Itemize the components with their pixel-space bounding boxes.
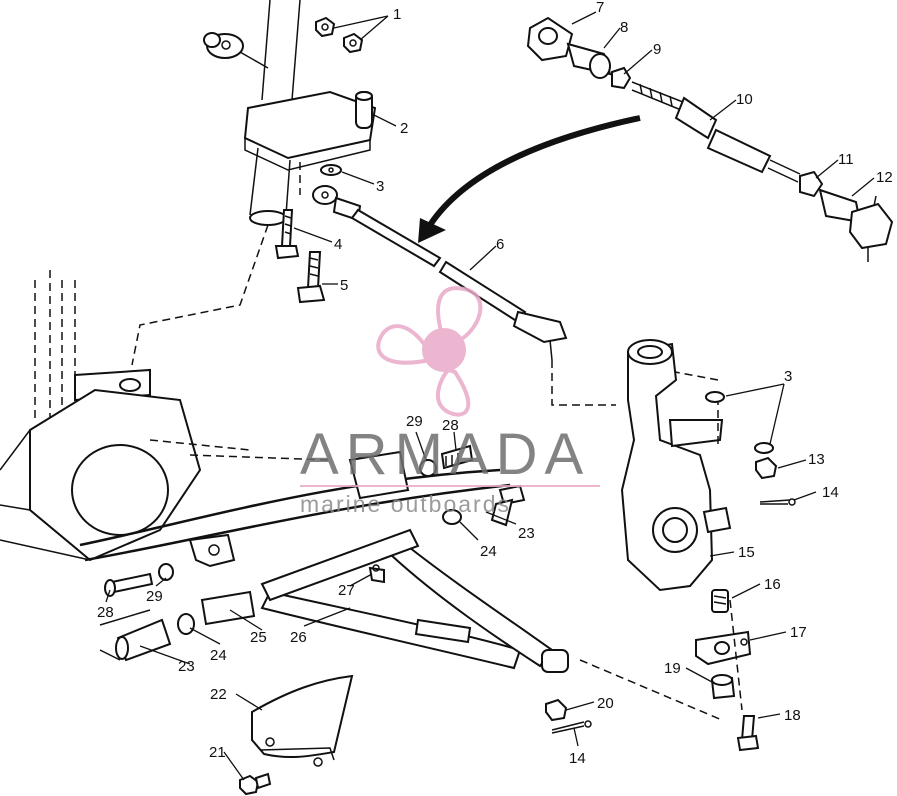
callout-20: 20 xyxy=(597,695,614,712)
callout-19: 19 xyxy=(664,660,681,677)
nut-pair xyxy=(315,16,364,54)
vehicle-frame xyxy=(0,270,511,568)
callout-21: 21 xyxy=(209,744,226,761)
callout-9: 9 xyxy=(653,41,661,58)
washer xyxy=(705,391,725,403)
bolt xyxy=(274,209,300,260)
tie-rod-end-upper xyxy=(203,32,269,69)
callout-14: 14 xyxy=(569,750,586,767)
callout-18: 18 xyxy=(784,707,801,724)
callout-7: 7 xyxy=(596,0,604,16)
steering-post xyxy=(131,0,377,366)
callout-23: 23 xyxy=(178,658,195,675)
callout-labels: 1 2 3 3 4 5 6 7 8 9 10 11 12 13 14 14 15… xyxy=(97,0,893,767)
callout-14: 14 xyxy=(822,484,839,501)
callout-8: 8 xyxy=(620,19,628,36)
callout-5: 5 xyxy=(340,277,348,294)
callout-26: 26 xyxy=(290,629,307,646)
callout-23: 23 xyxy=(518,525,535,542)
castle-nut xyxy=(545,698,568,722)
grease-fitting xyxy=(368,564,385,584)
callout-1: 1 xyxy=(393,6,401,23)
callout-6: 6 xyxy=(496,236,504,253)
tie-rod-exploded xyxy=(526,16,894,262)
washer xyxy=(320,164,342,176)
watermark-tagline: marine outboards xyxy=(300,491,511,517)
leader-lines xyxy=(105,11,875,781)
callout-28: 28 xyxy=(442,417,459,434)
callout-4: 4 xyxy=(334,236,342,253)
callout-3: 3 xyxy=(784,368,792,385)
callout-17: 17 xyxy=(790,624,807,641)
ball-joint-assembly xyxy=(579,589,760,752)
callout-29: 29 xyxy=(146,588,163,605)
skid-plate xyxy=(251,674,354,767)
bolt-with-nut xyxy=(296,251,326,304)
callout-12: 12 xyxy=(876,169,893,186)
castle-nut xyxy=(755,456,778,480)
callout-13: 13 xyxy=(808,451,825,468)
propeller-logo xyxy=(376,286,483,417)
callout-28: 28 xyxy=(97,604,114,621)
tie-rod-assembly xyxy=(312,185,568,361)
washer xyxy=(754,442,774,454)
lower-left-bolt xyxy=(104,563,174,597)
steering-knuckle xyxy=(551,339,732,592)
callout-24: 24 xyxy=(480,543,497,560)
cotter-pin xyxy=(759,499,791,505)
lower-mount-hardware xyxy=(99,609,195,662)
callout-2: 2 xyxy=(400,120,408,137)
callout-22: 22 xyxy=(210,686,227,703)
callout-27: 27 xyxy=(338,582,355,599)
callout-25: 25 xyxy=(250,629,267,646)
cotter-pin xyxy=(551,721,585,734)
callout-11: 11 xyxy=(838,151,854,168)
direction-arrow xyxy=(418,115,641,243)
callout-24: 24 xyxy=(210,647,227,664)
skid-plate-bolt xyxy=(239,772,272,796)
callout-16: 16 xyxy=(764,576,781,593)
callout-15: 15 xyxy=(738,544,755,561)
callout-29: 29 xyxy=(406,413,423,430)
watermark: ARMADA marine outboards xyxy=(300,286,600,517)
clamp-bracket xyxy=(355,91,373,129)
watermark-brand: ARMADA xyxy=(300,422,590,487)
a-arm xyxy=(200,528,569,673)
callout-10: 10 xyxy=(736,91,753,108)
callout-3: 3 xyxy=(376,178,384,195)
